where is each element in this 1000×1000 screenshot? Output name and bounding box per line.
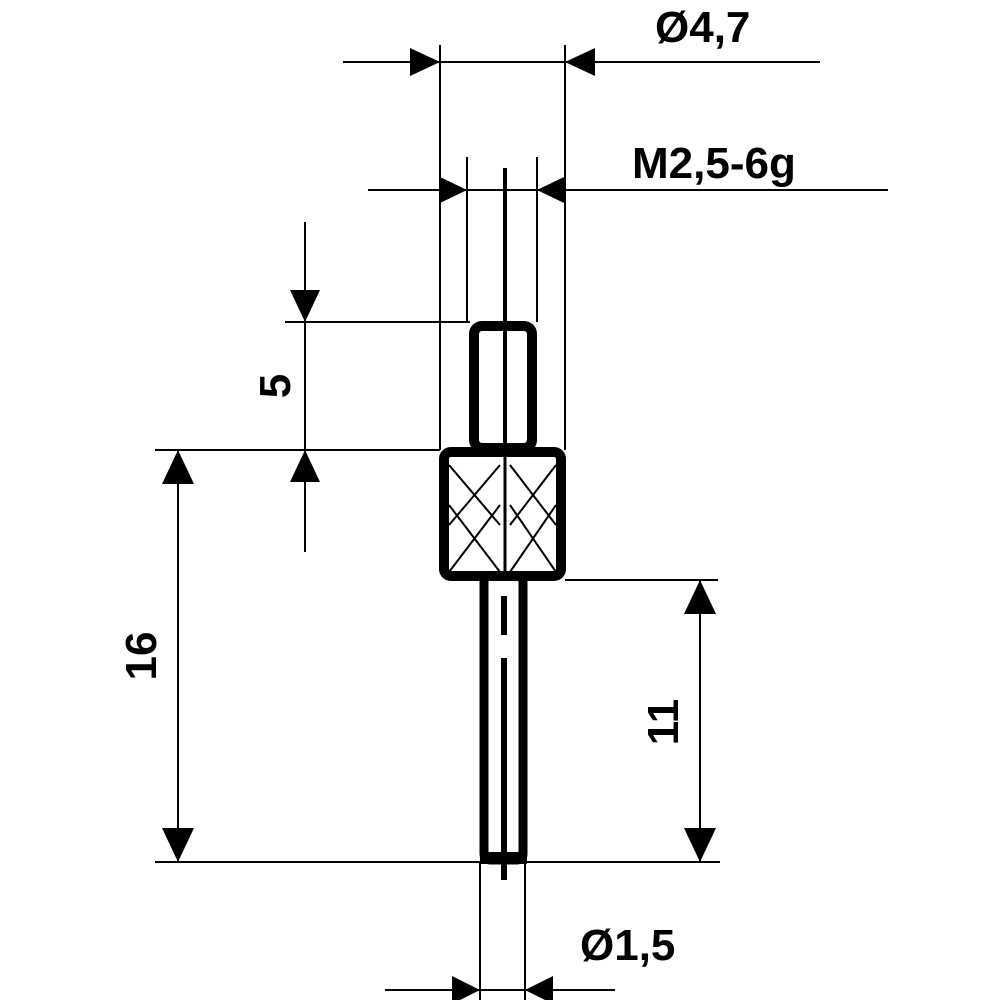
stylus-length-label: 11 [639, 699, 688, 746]
thread-label: M2,5-6g [632, 139, 796, 188]
stylus-diameter-label: Ø1,5 [580, 921, 675, 970]
total-length-label: 16 [117, 632, 166, 681]
thread-length-label: 5 [251, 374, 300, 398]
knurled-body [439, 447, 566, 581]
dimension-arrows [162, 48, 716, 1000]
outer-diameter-label: Ø4,7 [655, 3, 750, 52]
part-outline [439, 168, 566, 880]
knurl-pattern [448, 464, 557, 573]
